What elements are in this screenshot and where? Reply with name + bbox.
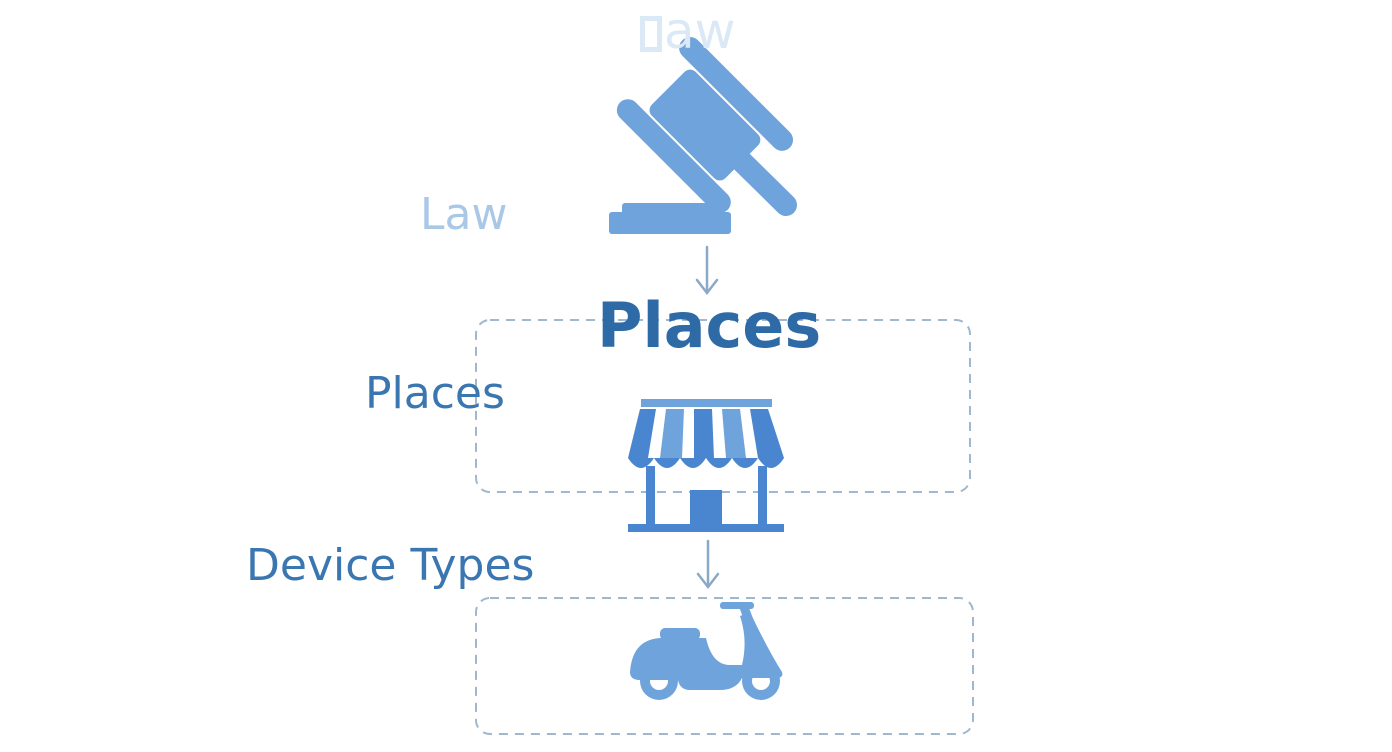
storefront-icon [628, 399, 784, 532]
arrow-places-to-device-types [696, 539, 720, 590]
places-dashed-box [475, 319, 971, 493]
device-types-dashed-box [475, 597, 974, 735]
missing-glyph-icon [640, 16, 662, 52]
law-label: Law [420, 189, 508, 240]
top-title: aw [640, 6, 736, 56]
places-heading: Places [597, 289, 822, 362]
scooter-icon [630, 602, 783, 700]
device-types-label: Device Types [246, 540, 535, 591]
arrow-law-to-places [695, 245, 719, 296]
top-title-text: aw [664, 2, 736, 60]
places-label: Places [365, 368, 505, 419]
gavel-icon [609, 36, 797, 234]
